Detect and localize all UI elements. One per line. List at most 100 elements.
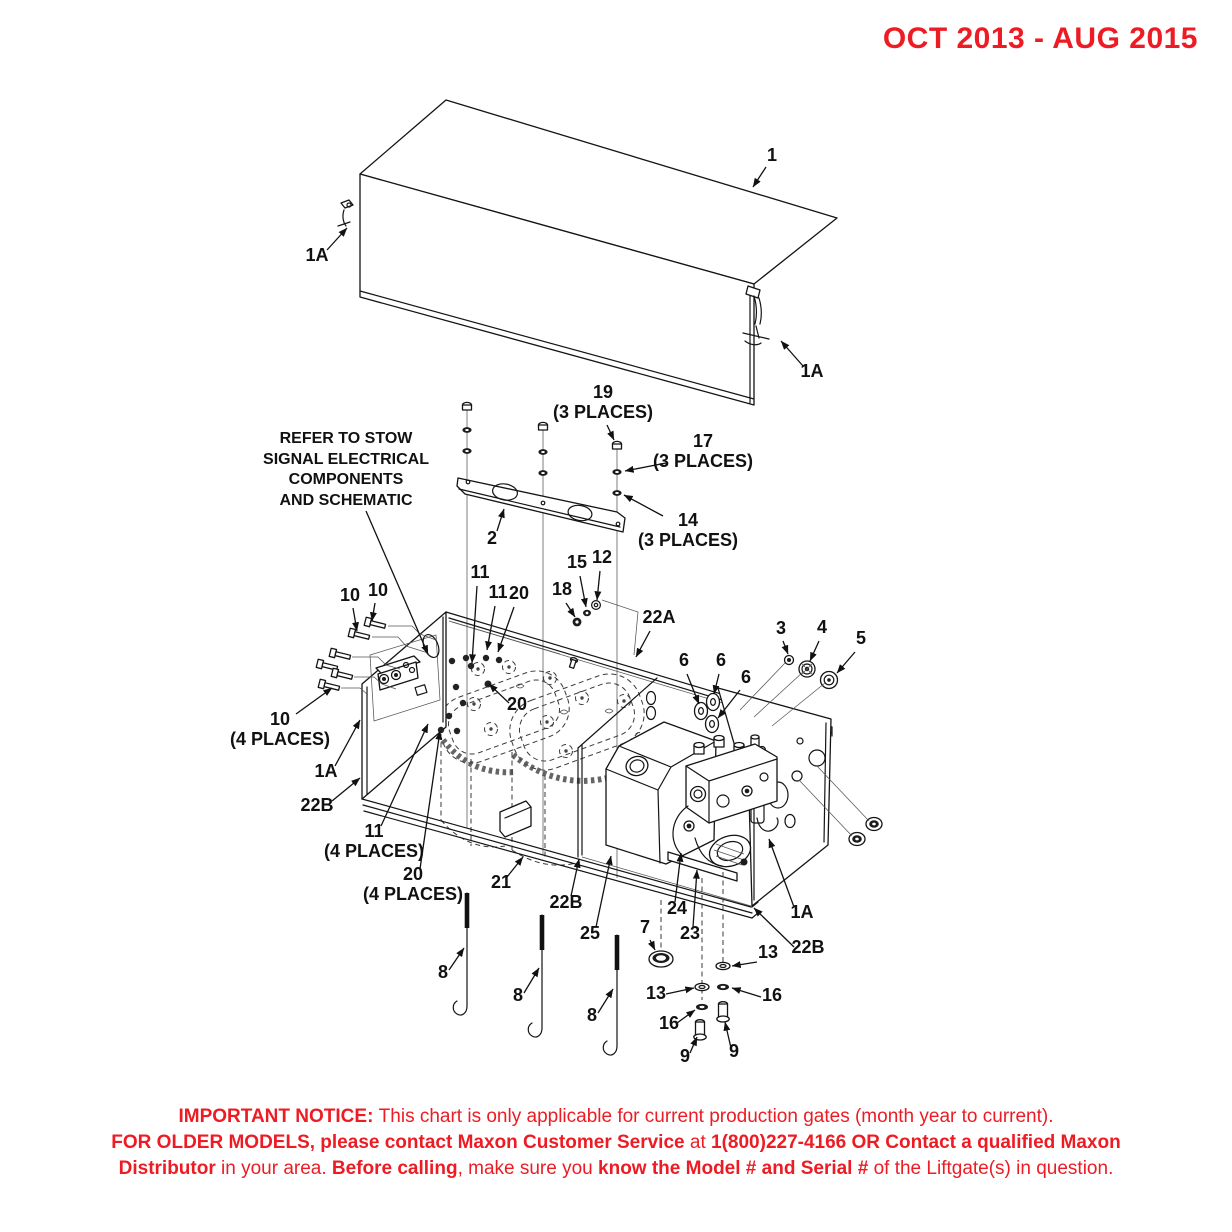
pump-assembly [667,734,778,882]
callout-number: 11 [488,582,507,602]
lid-latch-left [337,199,354,227]
note-line-4: AND SCHEMATIC [279,492,412,509]
callout-leader-arrow [352,607,359,632]
callout-22B-right: 22B [753,907,825,957]
callout-9b: 9 [723,1021,739,1061]
note-line-1: REFER TO STOW [280,430,414,447]
callout-leader-arrow [712,673,720,695]
callout-number: 22B [549,892,582,912]
panel-nuts [437,654,503,735]
callout-places-note: (4 PLACES) [363,884,463,904]
callout-number: 14 [678,510,698,530]
callout-leader-arrow [768,838,795,908]
callout-21: 21 [491,856,524,892]
callout-number: 9 [680,1046,690,1066]
callout-13a: 13 [646,983,695,1003]
callout-14: 14(3 PLACES) [623,494,738,550]
callout-leader-arrow [665,986,695,995]
callout-number: 1A [305,245,328,265]
callout-number: 18 [552,579,572,599]
callout-leader-arrow [497,606,515,653]
callout-places-note: (4 PLACES) [324,841,424,861]
callout-25: 25 [580,855,613,943]
rod-8 [452,892,470,1016]
callout-number: 23 [680,923,700,943]
callout-number: 7 [640,917,650,937]
callout-leader-arrow [369,602,377,622]
callout-8b: 8 [513,967,540,1005]
mounting-bolts-10 [315,616,437,696]
callout-number: 11 [470,562,489,582]
callout-number: 22A [642,607,675,627]
callout-leader-arrow [594,570,602,601]
callout-number: 1A [800,361,823,381]
callout-number: 9 [729,1041,739,1061]
left-end-panel [361,611,503,800]
callout-20c: 20(4 PLACES) [363,730,463,904]
callout-11a: 11 [469,562,490,664]
callout-9a: 9 [680,1036,698,1066]
callout-12: 12 [592,547,612,601]
callout-leader-arrow [623,494,664,517]
callout-16a: 16 [659,1009,696,1033]
callout-22A: 22A [635,607,676,658]
callout-leader-arrow [717,689,741,719]
callout-leader-arrow [689,1036,698,1054]
callout-10a: 10 [340,585,360,632]
grommet-7 [648,950,674,968]
battery-vent-caps [467,660,647,758]
callout-leader-arrow [565,602,576,618]
callout-2: 2 [487,508,505,548]
callout-20a: 20 [497,583,529,653]
callout-number: 21 [491,872,511,892]
callout-leader-arrow [488,683,510,704]
grommets-6-right [848,816,883,847]
callout-number: 19 [593,382,613,402]
callout-leader-arrow [506,856,524,878]
callout-number: 10 [340,585,360,605]
callout-number: 15 [567,552,587,572]
callout-20b: 20 [488,683,527,714]
callout-number: 6 [679,650,689,670]
callout-places-note: (3 PLACES) [553,402,653,422]
callout-leader-arrow [686,673,700,705]
callout-number: 1A [790,902,813,922]
washer-13 [694,961,731,992]
callout-leader-arrow [570,858,581,897]
callout-leader-arrow [752,166,767,188]
callout-leader-arrow [295,687,333,715]
callout-number: 6 [741,667,751,687]
callout-6c: 6 [717,667,751,719]
callout-22B-mid: 22B [549,858,583,912]
callout-leader-arrow [635,630,651,658]
callout-11b: 11 [485,582,508,651]
callout-leader-arrow [334,719,361,767]
plug-3 [783,654,795,666]
callout-8c: 8 [587,988,614,1025]
bottom-hardware [648,872,731,1041]
callout-number: 20 [507,694,527,714]
callout-leader-arrow [723,1021,732,1049]
callout-number: 10 [270,709,290,729]
callout-leader-arrow [595,855,613,928]
callout-places-note: (3 PLACES) [638,530,738,550]
alignment-guide-lines [739,662,870,837]
callout-17: 17(3 PLACES) [624,431,753,473]
callout-leader-arrow [419,730,443,870]
note-line-2: SIGNAL ELECTRICAL [263,451,429,468]
callout-leader-arrow [496,508,505,532]
callout-number: 16 [762,985,782,1005]
notice-line: FOR OLDER MODELS, please contact Maxon C… [111,1132,1121,1153]
callout-24: 24 [667,852,687,918]
callout-number: 10 [368,580,388,600]
lid-cover [337,99,838,406]
battery-hold-down-bracket [499,800,532,838]
callout-number: 6 [716,650,726,670]
callout-3: 3 [776,618,789,655]
callout-leader-arrow [836,651,856,674]
callout-15: 15 [567,552,588,608]
callout-number: 13 [646,983,666,1003]
callout-number: 1 [767,145,777,165]
